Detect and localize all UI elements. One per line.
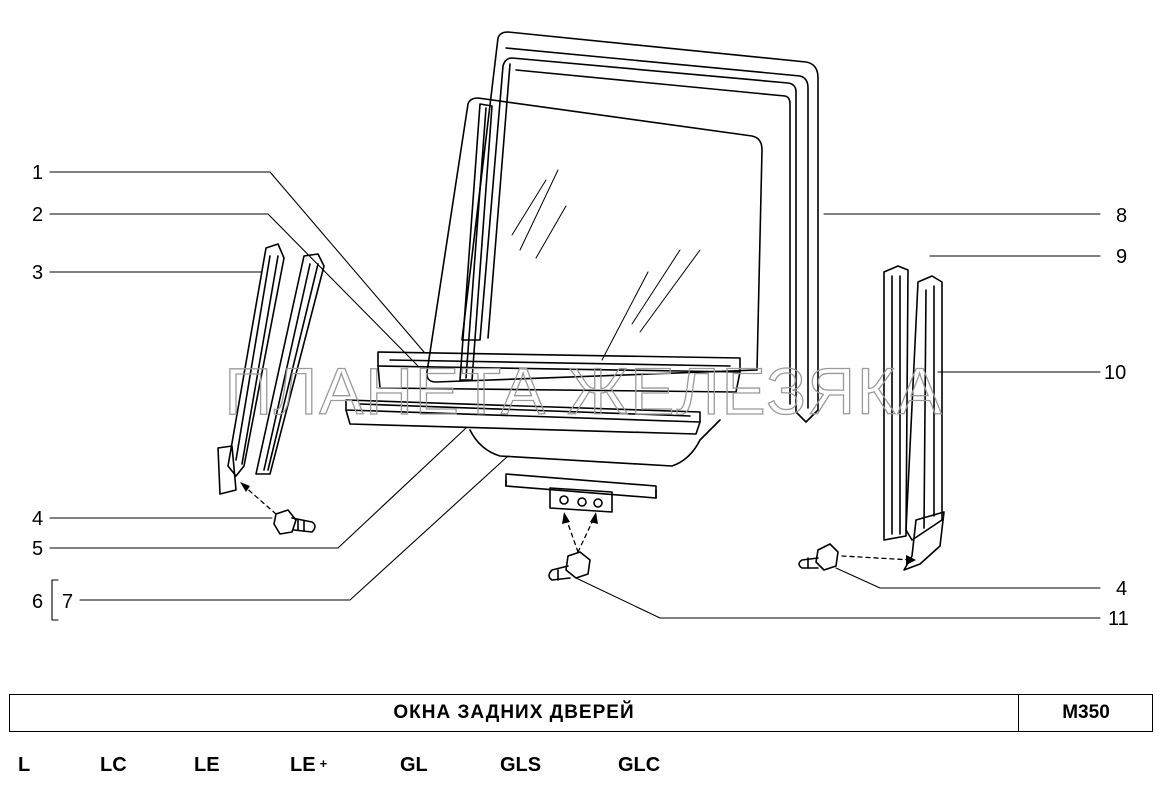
variant-le-plus-label: LE: [290, 754, 316, 776]
callout-7: 7: [62, 591, 73, 613]
variant-gl: GL: [400, 754, 428, 776]
assembly-arrows: [243, 485, 913, 561]
callout-4-right: 4: [1116, 578, 1127, 600]
front-guide-rail: [255, 253, 325, 475]
variant-le: LE: [194, 754, 220, 776]
rear-guide-rail: [903, 275, 945, 571]
callout-6: 6: [32, 591, 43, 613]
door-glass: [426, 97, 763, 383]
parts-diagram: ПЛАНЕТА ЖЕЛЕЗЯКА 1 2 3 4 5 6 7 8 9 10 4 …: [32, 31, 1129, 630]
callout-9: 9: [1116, 246, 1127, 268]
variant-l: L: [18, 754, 31, 776]
door-frame-seal: [461, 31, 819, 423]
glass-lifter-bracket: [505, 473, 657, 513]
model-variants: L LC LE LE+ GL GLS GLC: [0, 754, 1173, 780]
title-divider: [1018, 695, 1019, 731]
glass-bottom-edge: [469, 419, 721, 467]
belt-weatherstrip-inner: [345, 399, 701, 435]
belt-weatherstrip-outer: [377, 351, 741, 393]
rear-guide-channel: [883, 265, 909, 541]
diagram-title: ОКНА ЗАДНИХ ДВЕРЕЙ: [393, 702, 635, 723]
callout-3: 3: [32, 262, 43, 284]
bolt-left: [273, 509, 316, 535]
callout-4-left: 4: [32, 508, 43, 530]
callout-5: 5: [32, 538, 43, 560]
front-guide-channel: [217, 243, 285, 495]
callout-8: 8: [1116, 205, 1127, 227]
variant-lc: LC: [100, 754, 127, 776]
variant-glc: GLC: [618, 754, 661, 776]
bolt-bottom: [548, 551, 591, 581]
glass-run-channel: [459, 103, 493, 381]
callout-2: 2: [32, 204, 43, 226]
watermark: ПЛАНЕТА ЖЕЛЕЗЯКА: [224, 354, 943, 428]
arrow-heads: [240, 482, 916, 565]
callout-1: 1: [32, 162, 43, 184]
leader-lines: [49, 171, 1101, 621]
title-block: ОКНА ЗАДНИХ ДВЕРЕЙ M350: [9, 694, 1153, 732]
bolt-right: [798, 543, 839, 571]
variant-plus-mark: +: [319, 756, 328, 771]
variant-gls: GLS: [500, 754, 542, 776]
diagram-code: M350: [1062, 702, 1110, 723]
callout-10: 10: [1104, 362, 1126, 384]
variant-le-plus: LE+: [290, 754, 327, 777]
callout-11: 11: [1108, 608, 1129, 630]
